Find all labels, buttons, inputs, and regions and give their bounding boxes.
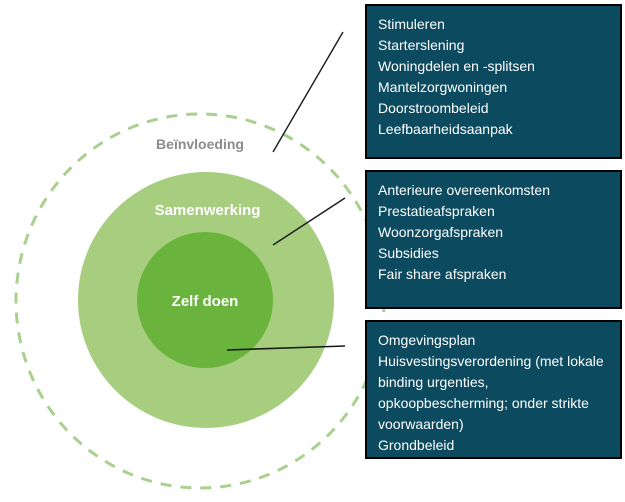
samenwerking-label: Samenwerking xyxy=(154,202,261,219)
list-item: Woningdelen en -splitsen xyxy=(378,58,535,74)
list-item: Omgevingsplan xyxy=(378,332,476,348)
beinvloeding-label: Beïnvloeding xyxy=(156,136,244,152)
list-item: Huisvestingsverordening (met lokale bind… xyxy=(378,353,604,432)
zelf-doen-circle xyxy=(137,232,273,368)
list-item: Starterslening xyxy=(378,37,465,53)
connector-line-beinvloeding xyxy=(272,31,344,153)
list-item: Fair share afspraken xyxy=(378,266,507,282)
info-box-samenwerking: Anterieure overeenkomsten Prestatieafspr… xyxy=(365,170,622,309)
list-item: Subsidies xyxy=(378,245,439,261)
list-item: Anterieure overeenkomsten xyxy=(378,182,550,198)
info-box-zelf-doen: Omgevingsplan Huisvestingsverordening (m… xyxy=(365,320,622,459)
list-item: Leefbaarheidsaanpak xyxy=(378,121,513,137)
list-item: Prestatieafspraken xyxy=(378,203,495,219)
list-item: Woonzorgafspraken xyxy=(378,224,504,240)
zelf-doen-label: Zelf doen xyxy=(171,293,239,310)
list-item: Grondbeleid xyxy=(378,437,455,453)
connector-line-samenwerking xyxy=(272,197,346,246)
list-item: Stimuleren xyxy=(378,16,445,32)
connector-line-zelf-doen xyxy=(226,345,346,351)
info-box-beinvloeding: Stimuleren Starterslening Woningdelen en… xyxy=(365,4,622,159)
list-item: Doorstroombeleid xyxy=(378,100,489,116)
list-item: Mantelzorgwoningen xyxy=(378,79,508,95)
